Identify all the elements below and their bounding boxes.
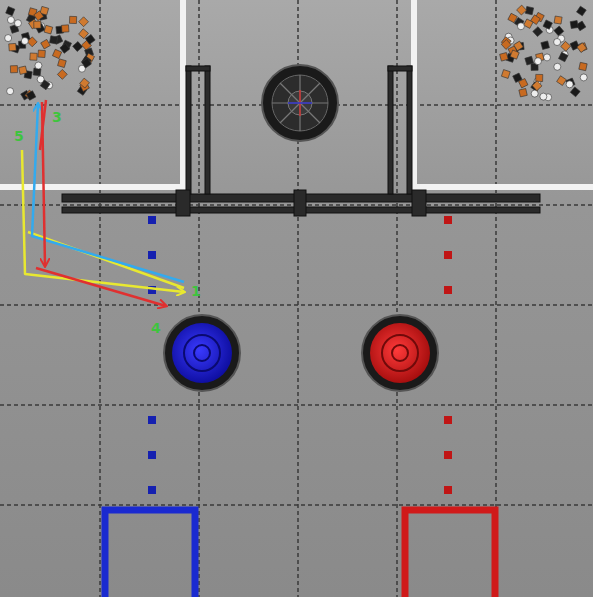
debris-piece — [554, 26, 564, 36]
debris-piece — [566, 78, 575, 87]
center-goal — [262, 65, 338, 141]
red-goal — [362, 315, 438, 391]
debris-piece — [554, 39, 561, 46]
debris-piece — [570, 87, 580, 97]
debris-piece — [52, 49, 61, 58]
debris-piece — [41, 39, 51, 49]
debris-piece — [557, 76, 567, 86]
debris-piece — [536, 74, 543, 81]
debris-piece — [531, 90, 538, 97]
debris-piece — [559, 52, 568, 61]
debris-piece — [19, 66, 27, 74]
debris-piece — [577, 43, 587, 53]
debris-piece — [69, 16, 76, 23]
debris-piece — [7, 16, 14, 23]
debris-piece — [544, 54, 551, 61]
debris-piece — [579, 62, 587, 70]
callout-number: 4 — [150, 321, 162, 335]
debris-piece — [554, 16, 562, 24]
debris-piece — [10, 66, 17, 73]
debris-piece — [501, 40, 511, 50]
debris-piece — [540, 93, 547, 100]
debris-piece — [85, 34, 95, 44]
debris-piece — [543, 20, 552, 29]
debris-piece — [61, 25, 68, 32]
debris-piece — [541, 41, 550, 50]
debris-piece — [82, 58, 92, 68]
debris-piece — [517, 5, 527, 15]
blue-goal — [164, 315, 240, 391]
blue-zone — [105, 510, 195, 597]
debris-piece — [57, 69, 67, 79]
debris-piece — [50, 36, 58, 44]
debris-piece — [554, 63, 561, 70]
debris-piece — [60, 43, 70, 53]
debris-piece — [500, 53, 509, 62]
debris-piece — [519, 88, 527, 96]
debris-piece — [44, 25, 53, 34]
debris-piece — [517, 23, 524, 30]
debris-piece — [525, 6, 533, 14]
debris-piece — [40, 80, 50, 90]
debris-piece — [501, 70, 510, 79]
debris-piece — [525, 56, 534, 65]
callout-number: 3 — [51, 110, 63, 124]
debris-piece — [73, 42, 83, 52]
debris-piece — [58, 59, 67, 68]
red-markers — [444, 216, 452, 494]
blue-markers — [148, 216, 156, 494]
bar-structure — [62, 66, 540, 216]
debris-piece — [34, 11, 44, 21]
debris-piece — [79, 17, 89, 27]
debris-piece — [577, 6, 587, 16]
debris-piece — [570, 21, 578, 29]
debris-piece — [35, 62, 42, 69]
debris-piece — [21, 37, 28, 44]
debris-piece — [513, 73, 522, 82]
debris-piece — [6, 7, 15, 16]
debris-piece — [566, 81, 573, 88]
debris-piece — [524, 19, 533, 28]
debris-piece — [27, 37, 37, 47]
debris-piece — [38, 50, 45, 57]
debris-pile — [5, 6, 95, 100]
debris-piece — [508, 13, 517, 22]
debris-piece — [7, 88, 14, 95]
callout-number: 5 — [13, 129, 25, 143]
debris-piece — [34, 21, 41, 28]
debris-piece — [80, 78, 90, 88]
debris-piece — [33, 68, 41, 76]
debris-piece — [510, 50, 519, 59]
debris-pile — [500, 5, 588, 101]
red-zone — [405, 510, 495, 597]
field-walls — [0, 0, 593, 192]
debris-piece — [532, 81, 542, 91]
callout-number: 1 — [190, 284, 202, 298]
debris-piece — [5, 35, 12, 42]
debris-piece — [534, 58, 541, 65]
debris-piece — [9, 43, 16, 50]
debris-piece — [514, 41, 524, 51]
debris-piece — [30, 53, 37, 60]
robot-paths — [22, 100, 184, 306]
debris-piece — [533, 27, 543, 37]
debris-piece — [561, 41, 571, 51]
debris-piece — [14, 20, 21, 27]
debris-piece — [26, 91, 35, 100]
debris-piece — [580, 74, 587, 81]
